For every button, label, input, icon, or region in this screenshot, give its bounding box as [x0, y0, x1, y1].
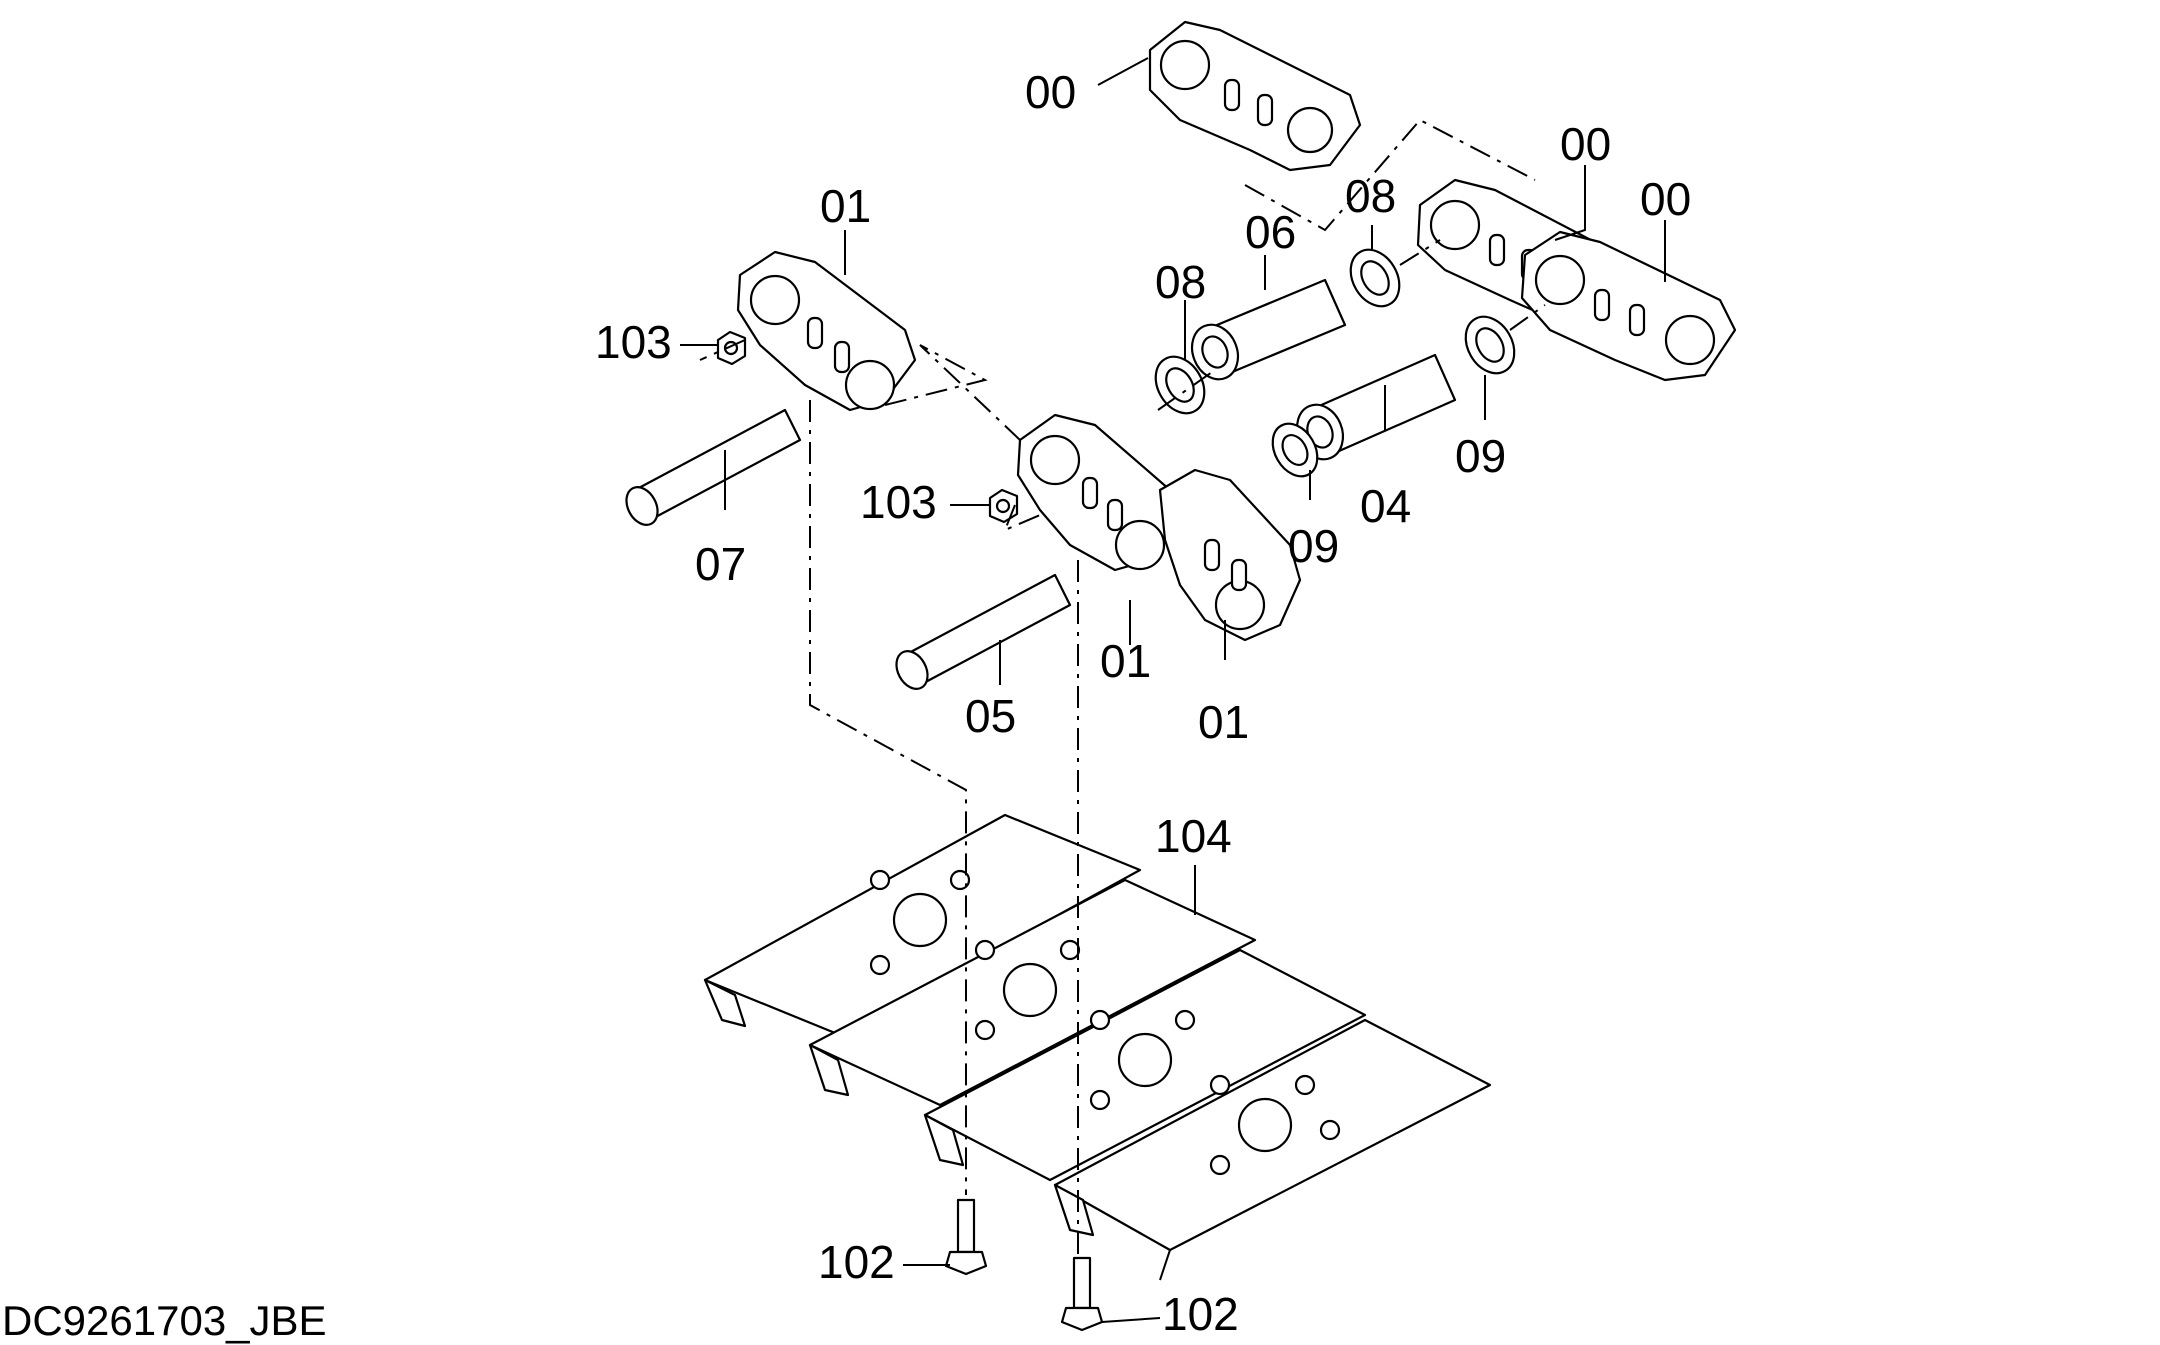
callout-link-right-b: 00: [1640, 173, 1691, 225]
callout-link-right-a: 00: [1560, 118, 1611, 170]
callout-link-mid-b: 01: [1198, 696, 1249, 748]
nut-upper: [716, 330, 747, 366]
track-shoe-assembly: [703, 813, 1492, 1281]
bolt-right: [1060, 1256, 1104, 1332]
callout-seal-upper: 08: [1155, 256, 1206, 308]
bushing-upper: [1190, 278, 1347, 381]
track-shoe-4: [1053, 1018, 1492, 1281]
link-mid-a: [1016, 413, 1182, 572]
track-shoe-3: [923, 948, 1367, 1182]
seal-09-lower: [1271, 422, 1319, 478]
drawing-code: DC9261703_JBE: [2, 1297, 327, 1344]
seal-08-right: [1349, 248, 1401, 308]
callout-link-mid-a: 01: [1100, 635, 1151, 687]
seal-09-right: [1464, 315, 1516, 375]
callout-labels: 00 00 00 01 01 01 04 05 06 07 08 08 09 0…: [595, 66, 1691, 1340]
link-top: [1148, 20, 1362, 172]
callout-seal-right: 08: [1345, 170, 1396, 222]
callout-shoe: 104: [1155, 810, 1232, 862]
callout-seal-lower-right: 09: [1455, 430, 1506, 482]
callout-pin-upper: 07: [695, 538, 746, 590]
track-shoe-1: [703, 813, 1142, 1046]
callout-bolt-right: 102: [1162, 1288, 1239, 1340]
link-right-b: [1520, 230, 1737, 382]
callout-nut-upper: 103: [595, 316, 672, 368]
callout-link-top: 00: [1025, 66, 1076, 118]
callout-bushing: 04: [1360, 480, 1411, 532]
pin-upper: [625, 408, 802, 526]
link-mid-b: [1158, 468, 1302, 642]
pin-lower: [895, 573, 1072, 690]
nut-lower: [988, 488, 1019, 524]
track-shoe-2: [808, 878, 1257, 1107]
callout-link-left-top: 01: [820, 180, 871, 232]
leader-lines: [680, 57, 1666, 1323]
callout-pin: 05: [965, 690, 1016, 742]
callout-nut-lower: 103: [860, 476, 937, 528]
seal-08-upper: [1154, 355, 1206, 415]
callout-bushing-upper: 06: [1245, 206, 1296, 258]
callout-bolt-left: 102: [818, 1236, 895, 1288]
bolt-left: [944, 1198, 988, 1276]
callout-seal-lower: 09: [1288, 520, 1339, 572]
link-left-top: [736, 250, 917, 412]
center-lines: [699, 118, 1546, 1255]
